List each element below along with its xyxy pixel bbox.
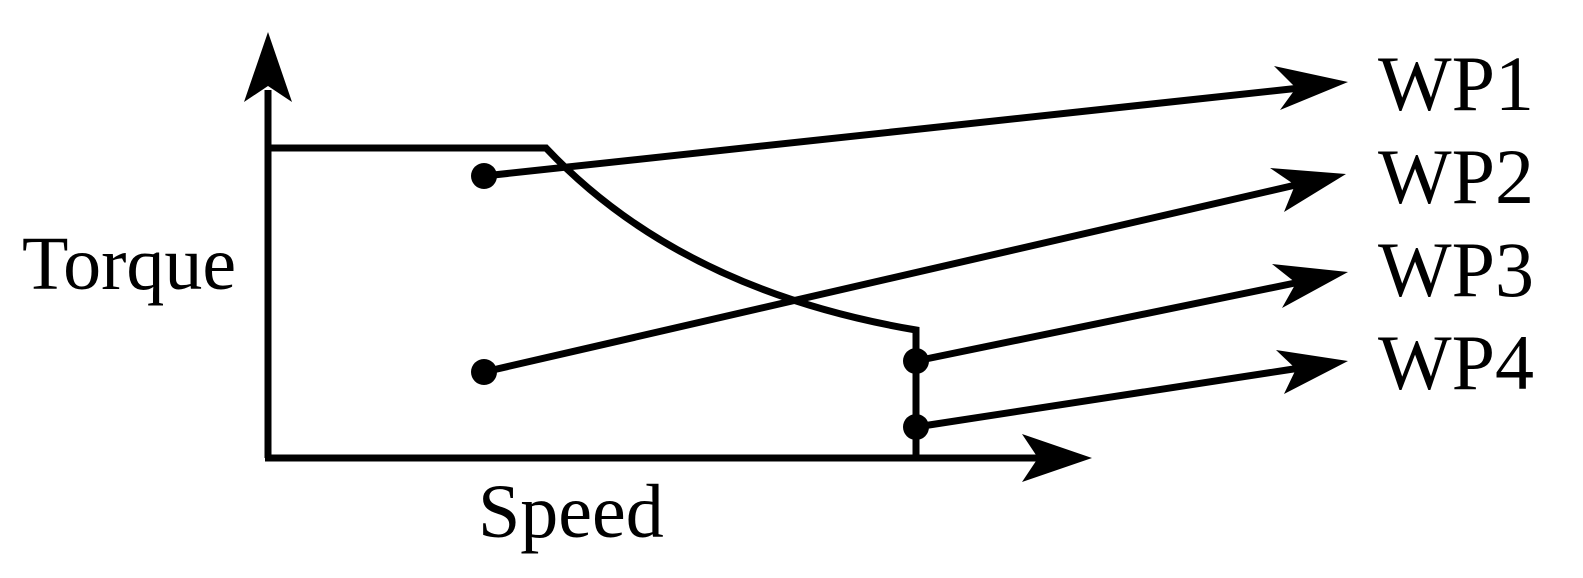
wp4-point — [903, 414, 929, 440]
wp3-arrowhead — [1272, 264, 1348, 308]
wp1-arrowhead — [1274, 66, 1348, 110]
wp2-arrowhead — [1270, 168, 1346, 212]
y-axis-arrowhead — [244, 32, 292, 102]
wp1-label: WP1 — [1378, 40, 1534, 127]
axes — [244, 32, 1092, 482]
working-point-arrows — [483, 66, 1348, 431]
wp3-connector — [915, 278, 1301, 365]
y-axis-label: Torque — [22, 222, 236, 306]
x-axis-arrowhead — [1022, 434, 1092, 482]
wp2-point — [471, 359, 497, 385]
wp3-label: WP3 — [1378, 226, 1534, 313]
wp2-connector — [483, 180, 1301, 376]
torque-speed-envelope — [268, 144, 920, 458]
wp3-point — [903, 348, 929, 374]
wp2-label: WP2 — [1378, 133, 1534, 220]
wp1-connector — [483, 84, 1301, 180]
wp1-point — [471, 163, 497, 189]
x-axis-label: Speed — [478, 470, 664, 554]
wp4-connector — [915, 364, 1301, 431]
wp4-arrowhead — [1276, 350, 1348, 394]
wp4-label: WP4 — [1378, 319, 1534, 406]
working-point-markers — [471, 163, 929, 440]
